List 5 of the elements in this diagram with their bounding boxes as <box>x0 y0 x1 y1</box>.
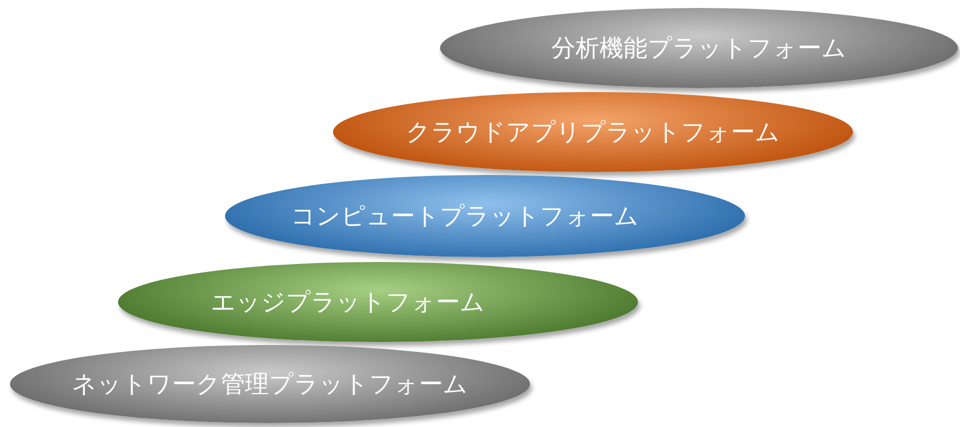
platform-ellipse: クラウドアプリプラットフォーム <box>333 92 853 172</box>
platform-ellipse: 分析機能プラットフォーム <box>440 8 958 88</box>
platform-ellipse: ネットワーク管理プラットフォーム <box>10 345 530 423</box>
platform-ellipse: エッジプラットフォーム <box>118 262 638 342</box>
platform-ellipse: コンピュートプラットフォーム <box>225 175 745 257</box>
